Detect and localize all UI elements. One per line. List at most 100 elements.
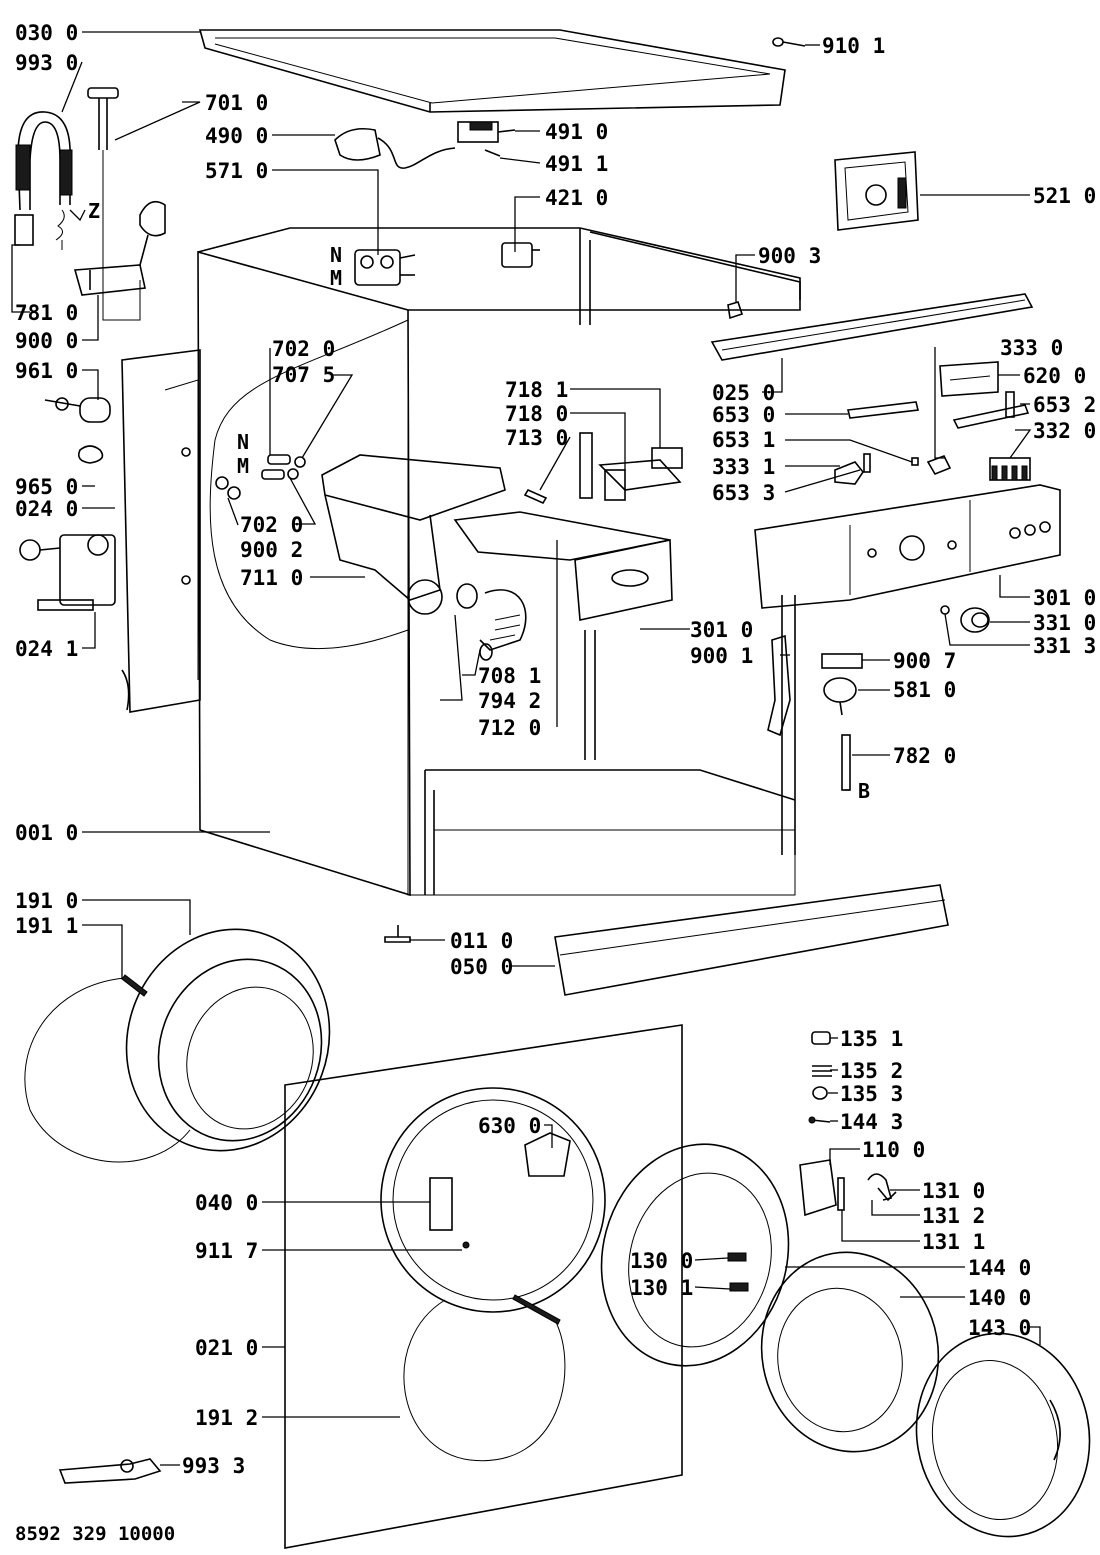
- callout-140-0: 140 0: [968, 1286, 1031, 1310]
- callout-965-0: 965 0: [15, 475, 78, 499]
- leader-lines: [11, 31, 1041, 1466]
- callout-571-0: 571 0: [205, 159, 268, 183]
- door-glass-part: [760, 1251, 940, 1453]
- callout-144-0: 144 0: [968, 1256, 1031, 1280]
- callout-131-2: 131 2: [922, 1204, 985, 1228]
- callout-491-1: 491 1: [545, 152, 608, 176]
- callout-490-0: 490 0: [205, 124, 268, 148]
- control-panel-part: [754, 484, 1061, 609]
- dispenser-housing-part: [321, 454, 506, 615]
- callout-333-0: 333 0: [1000, 336, 1063, 360]
- callout-718-1: 718 1: [505, 378, 568, 402]
- callout-491-0: 491 0: [545, 120, 608, 144]
- hose-bracket-part: [73, 200, 166, 296]
- callout-653-3: 653 3: [712, 481, 775, 505]
- callout-708-1: 708 1: [478, 664, 541, 688]
- callout-718-0: 718 0: [505, 402, 568, 426]
- marker-n-fittings: N: [237, 430, 249, 454]
- marker-m-valve: M: [330, 266, 342, 290]
- callout-001-0: 001 0: [15, 821, 78, 845]
- callout-011-0: 011 0: [450, 929, 513, 953]
- callout-713-0: 713 0: [505, 426, 568, 450]
- callout-050-0: 050 0: [450, 955, 513, 979]
- screw-part-910: [772, 37, 806, 47]
- latch-part-9001: [767, 634, 791, 737]
- pressure-tube-part: [87, 87, 141, 321]
- callout-910-1: 910 1: [822, 34, 885, 58]
- light-guide-part: [847, 391, 1030, 429]
- callout-900-2: 900 2: [240, 538, 303, 562]
- switch-parts: [834, 453, 1031, 485]
- foot-part: [384, 925, 411, 943]
- clamp-ring-part: [24, 974, 191, 1163]
- plinth-part: [554, 884, 949, 996]
- callout-900-3: 900 3: [758, 244, 821, 268]
- inlet-valve-part: [354, 249, 416, 286]
- callout-labels: 030 0 993 0 701 0 490 0 571 0 781 0 900 …: [15, 21, 1096, 1478]
- callout-993-0: 993 0: [15, 51, 78, 75]
- cabinet-part: [197, 227, 801, 897]
- callout-993-3: 993 3: [182, 1454, 245, 1478]
- callout-333-1: 333 1: [712, 455, 775, 479]
- callout-712-0: 712 0: [478, 716, 541, 740]
- cord-connector-part: [457, 121, 516, 143]
- callout-131-1: 131 1: [922, 1230, 985, 1254]
- pump-housing-part: [19, 534, 116, 611]
- callout-110-0: 110 0: [862, 1138, 925, 1162]
- callout-024-1: 024 1: [15, 637, 78, 661]
- callout-961-0: 961 0: [15, 359, 78, 383]
- detergent-drawer-part: [453, 511, 673, 621]
- document-number: 8592 329 10000: [15, 1523, 175, 1545]
- inlet-hose-part: [14, 111, 73, 250]
- callout-130-1: 130 1: [630, 1276, 693, 1300]
- callout-702-0-b: 702 0: [240, 513, 303, 537]
- callout-900-0: 900 0: [15, 329, 78, 353]
- damper-part: [44, 397, 111, 423]
- door-frame-part: [600, 1143, 790, 1367]
- callout-581-0: 581 0: [893, 678, 956, 702]
- callout-707-5: 707 5: [272, 363, 335, 387]
- callout-191-2: 191 2: [195, 1406, 258, 1430]
- callout-021-0: 021 0: [195, 1336, 258, 1360]
- service-tool-part: [58, 1458, 162, 1484]
- callout-911-7: 911 7: [195, 1239, 258, 1263]
- callout-331-0: 331 0: [1033, 611, 1096, 635]
- callout-131-0: 131 0: [922, 1179, 985, 1203]
- callout-135-2: 135 2: [840, 1059, 903, 1083]
- control-module-part: [834, 151, 919, 231]
- siphon-part: [523, 432, 683, 505]
- screw-part-491: [484, 149, 501, 157]
- callout-653-1: 653 1: [712, 428, 775, 452]
- marker-m-fittings: M: [237, 454, 249, 478]
- ring-part-965: [77, 445, 104, 464]
- callout-040-0: 040 0: [195, 1191, 258, 1215]
- top-cover-part: [198, 29, 786, 113]
- callout-702-0-a: 702 0: [272, 337, 335, 361]
- callout-653-0: 653 0: [712, 403, 775, 427]
- callout-130-0: 130 0: [630, 1249, 693, 1273]
- door-outer-ring-part: [915, 1332, 1091, 1538]
- marker-b: B: [858, 779, 870, 803]
- hinge-small-parts: [808, 1031, 832, 1124]
- callout-025-0: 025 0: [712, 381, 775, 405]
- callout-301-0-b: 301 0: [690, 618, 753, 642]
- callout-024-0: 024 0: [15, 497, 78, 521]
- rod-part-7820: [841, 734, 851, 791]
- callout-782-0: 782 0: [893, 744, 956, 768]
- callout-191-1: 191 1: [15, 914, 78, 938]
- callout-900-7: 900 7: [893, 649, 956, 673]
- callout-421-0: 421 0: [545, 186, 608, 210]
- door-seal-part: [125, 928, 331, 1152]
- callout-711-0: 711 0: [240, 566, 303, 590]
- callout-521-0: 521 0: [1033, 184, 1096, 208]
- clip-part-9003: [727, 301, 744, 320]
- callout-781-0: 781 0: [15, 301, 78, 325]
- callout-191-0: 191 0: [15, 889, 78, 913]
- electronic-board-part: [939, 361, 999, 397]
- callout-332-0: 332 0: [1033, 419, 1096, 443]
- suppressor-filter-part: [501, 242, 540, 268]
- callout-144-3: 144 3: [840, 1110, 903, 1134]
- callout-143-0: 143 0: [968, 1316, 1031, 1340]
- callout-331-3: 331 3: [1033, 634, 1096, 658]
